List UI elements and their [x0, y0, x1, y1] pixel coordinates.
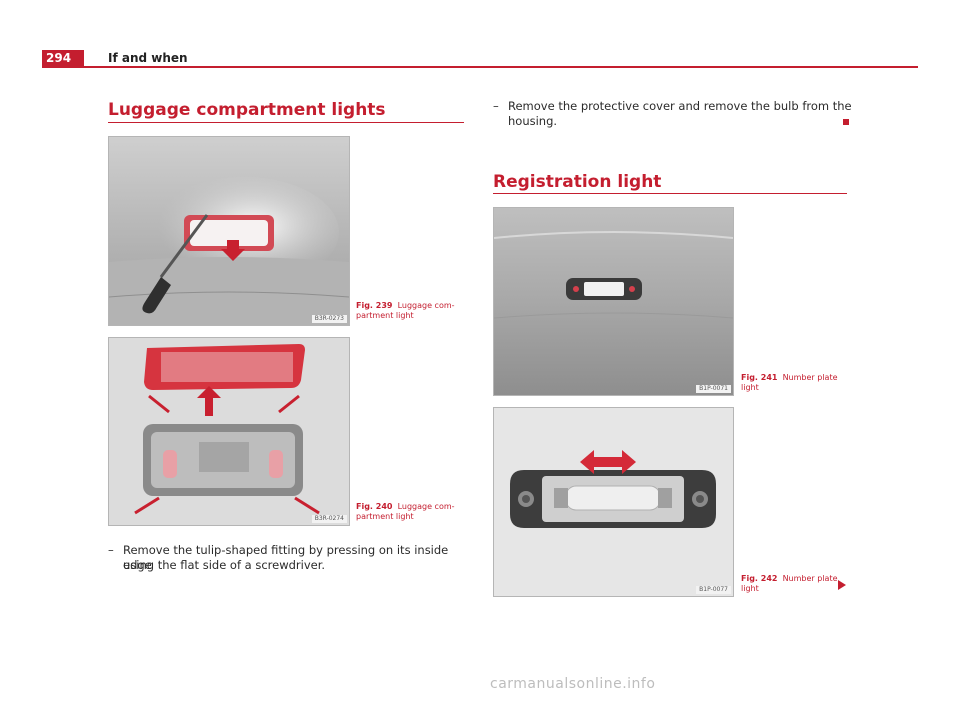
section-title-luggage: Luggage compartment lights [108, 100, 386, 120]
figure-241-caption-line1: Number plate [782, 373, 838, 382]
figure-240-number: Fig. 240 [356, 502, 393, 511]
watermark: carmanualsonline.info [490, 676, 656, 692]
figure-240-caption-line2: partment light [356, 512, 414, 521]
step-dash: – [108, 543, 114, 557]
figure-241-image: B1P-0071 [493, 207, 734, 396]
figure-239-image: B3R-0273 [108, 136, 350, 326]
figure-239-caption: Fig. 239 Luggage com- partment light [356, 301, 455, 321]
header-divider [42, 66, 918, 68]
figure-242-code: B1P-0077 [696, 586, 731, 594]
step-text-line2: housing. [508, 114, 558, 128]
step-text-line2: using the flat side of a screwdriver. [123, 558, 326, 572]
section-end-marker [843, 119, 849, 125]
section-divider-luggage [108, 122, 464, 123]
figure-241-number: Fig. 241 [741, 373, 778, 382]
step-text-line1: Remove the protective cover and remove t… [508, 99, 852, 113]
figure-239-caption-line1: Luggage com- [397, 301, 455, 310]
figure-242-caption-line2: light [741, 584, 759, 593]
page-number: 294 [42, 50, 84, 67]
figure-240-code: B3R-0274 [311, 515, 347, 523]
number-plate-light-illustration [494, 208, 733, 395]
figure-242-caption-line1: Number plate [782, 574, 838, 583]
figure-239-code: B3R-0273 [311, 315, 347, 323]
luggage-light-housing-illustration [109, 338, 349, 525]
figure-242-image: B1P-0077 [493, 407, 734, 597]
luggage-light-screwdriver-illustration [109, 137, 349, 325]
number-plate-bulb-illustration [494, 408, 733, 596]
figure-241-caption: Fig. 241 Number plate light [741, 373, 838, 393]
figure-242-number: Fig. 242 [741, 574, 778, 583]
figure-242-caption: Fig. 242 Number plate light [741, 574, 838, 594]
section-divider-registration [493, 193, 847, 194]
section-title-registration: Registration light [493, 172, 662, 192]
figure-240-caption-line1: Luggage com- [397, 502, 455, 511]
figure-239-caption-line2: partment light [356, 311, 414, 320]
chapter-title: If and when [108, 51, 188, 65]
figure-240-caption: Fig. 240 Luggage com- partment light [356, 502, 455, 522]
step-text-line1: Remove the tulip-shaped fitting by press… [123, 543, 449, 572]
figure-241-caption-line2: light [741, 383, 759, 392]
figure-239-number: Fig. 239 [356, 301, 393, 310]
figure-241-code: B1P-0071 [696, 385, 731, 393]
figure-240-image: B3R-0274 [108, 337, 350, 526]
continue-arrow-icon [838, 580, 846, 590]
step-remove-cover: – Remove the protective cover and remove… [493, 99, 853, 131]
step-remove-tulip-fitting: – Remove the tulip-shaped fitting by pre… [108, 543, 468, 575]
step-dash: – [493, 99, 499, 113]
